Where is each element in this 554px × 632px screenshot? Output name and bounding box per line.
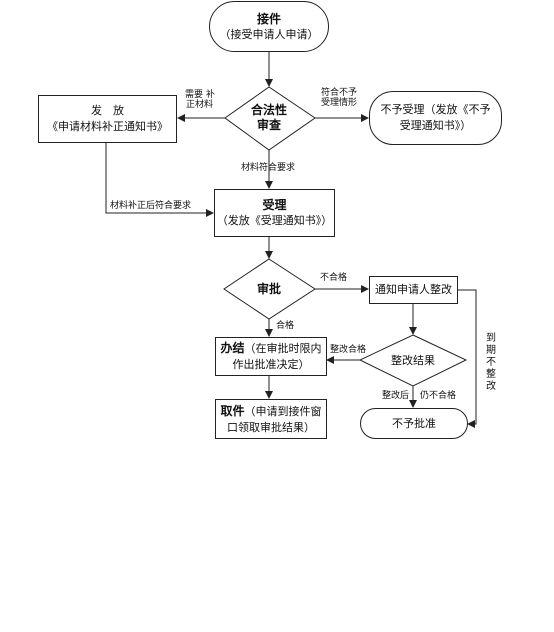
accept-sub: （接受申请人申请） — [219, 27, 319, 41]
pickup-line1: 取件（申请到接件窗 — [220, 403, 321, 420]
label-unqualified: 不合格 — [320, 273, 348, 283]
reject-line2: 受理通知书》） — [399, 119, 472, 132]
notify-rectify-node: 通知申请人整改 — [369, 276, 458, 304]
label-overdue: 到期不整改 — [486, 333, 496, 392]
conclude-line2: 作出批准决定） — [232, 358, 310, 371]
correction-line2: 《申请材料补正通知书》 — [47, 120, 168, 133]
pickup-node: 取件（申请到接件窗 口领取审批结果） — [215, 399, 327, 439]
reject-line1: 不予受理（发放《不予 — [380, 103, 491, 116]
label-not-meet-1: 符合不予 — [321, 88, 358, 98]
accepted-sub: （发放《受理通知书》） — [216, 214, 333, 227]
pickup-line2: 口领取审批结果） — [227, 420, 315, 434]
label-after-correction: 材料补正后符合要求 — [110, 201, 192, 211]
conclude-line1: 办结（在审批时限内 — [220, 340, 321, 357]
accepted-title: 受理 — [262, 198, 287, 212]
accepted-node: 受理 （发放《受理通知书》） — [214, 189, 335, 237]
legality-diamond — [224, 86, 316, 151]
arrow-correction-to-accepted — [105, 143, 214, 217]
conclude-node: 办结（在审批时限内 作出批准决定） — [215, 337, 327, 376]
approval-text: 审批 — [239, 281, 299, 297]
pickup-rest: （申请到接件窗 — [244, 404, 322, 418]
accept-node: 接件 （接受申请人申请） — [209, 1, 329, 52]
label-need-correction-1: 需要 补 — [185, 90, 215, 100]
pickup-title: 取件 — [220, 403, 245, 418]
conclude-rest: （在审批时限内 — [244, 342, 322, 355]
deny-node: 不予批准 — [360, 408, 468, 439]
label-not-meet-2: 受理情形 — [321, 98, 358, 108]
reject-accept-node: 不予受理（发放《不予 受理通知书》） — [369, 91, 502, 145]
approval-diamond — [223, 258, 316, 320]
rectify-result-label: 整改结果 — [391, 353, 435, 367]
deny-text: 不予批准 — [392, 416, 436, 430]
label-qualified: 合格 — [276, 321, 295, 331]
legality-line2: 审查 — [256, 118, 281, 132]
rectify-result-text: 整改结果 — [378, 352, 448, 368]
label-rectified-ok: 整改合格 — [330, 345, 367, 355]
accept-title: 接件 — [256, 11, 281, 26]
correction-line1: 发 放 — [91, 104, 124, 117]
label-materials-ok: 材料符合要求 — [241, 163, 296, 173]
legality-text: 合法性 审查 — [229, 100, 309, 136]
legality-line1: 合法性 — [250, 103, 287, 117]
correction-node: 发 放 《申请材料补正通知书》 — [38, 95, 177, 143]
label-after-rectify: 整改后 — [382, 391, 410, 401]
arrow-notify-to-deny — [458, 289, 477, 428]
label-still-unqualified: 仍不合格 — [420, 391, 457, 401]
notify-text: 通知申请人整改 — [375, 283, 452, 296]
label-need-correction-2: 正材料 — [186, 100, 214, 110]
rectify-result-diamond — [358, 334, 468, 387]
conclude-title: 办结 — [220, 341, 245, 355]
approval-title: 审批 — [256, 281, 281, 296]
